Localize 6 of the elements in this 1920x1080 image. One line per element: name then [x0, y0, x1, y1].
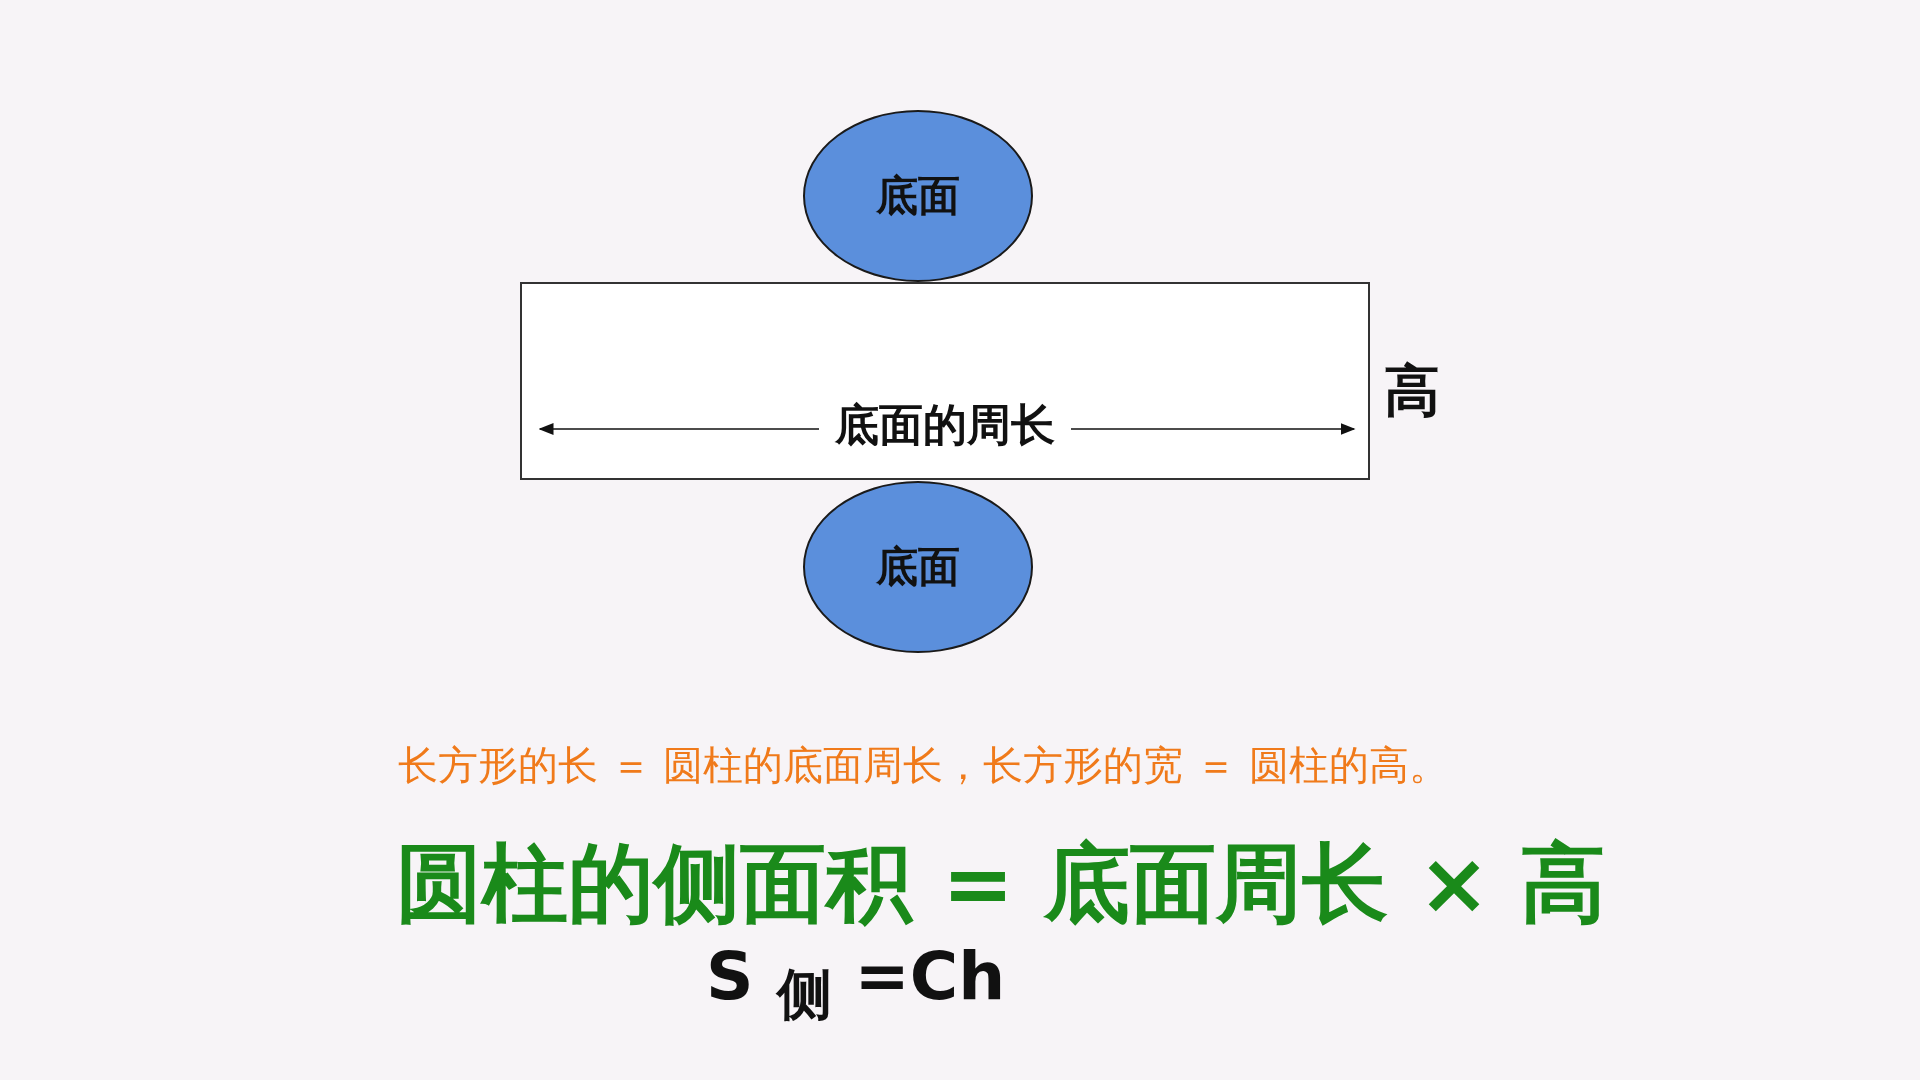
circle-label: 底面 [876, 170, 960, 222]
circle-label: 底面 [876, 541, 960, 593]
formula-text: 圆柱的侧面积 = 底面周长 × 高 [396, 832, 1606, 935]
formula-symbol-text: S $_{侧}$ =Ch [706, 938, 1006, 1029]
note-text: 长方形的长 ＝ 圆柱的底面周长，长方形的宽 ＝ 圆柱的高。 [398, 741, 1449, 790]
dimension-label: 高 [1384, 357, 1440, 425]
